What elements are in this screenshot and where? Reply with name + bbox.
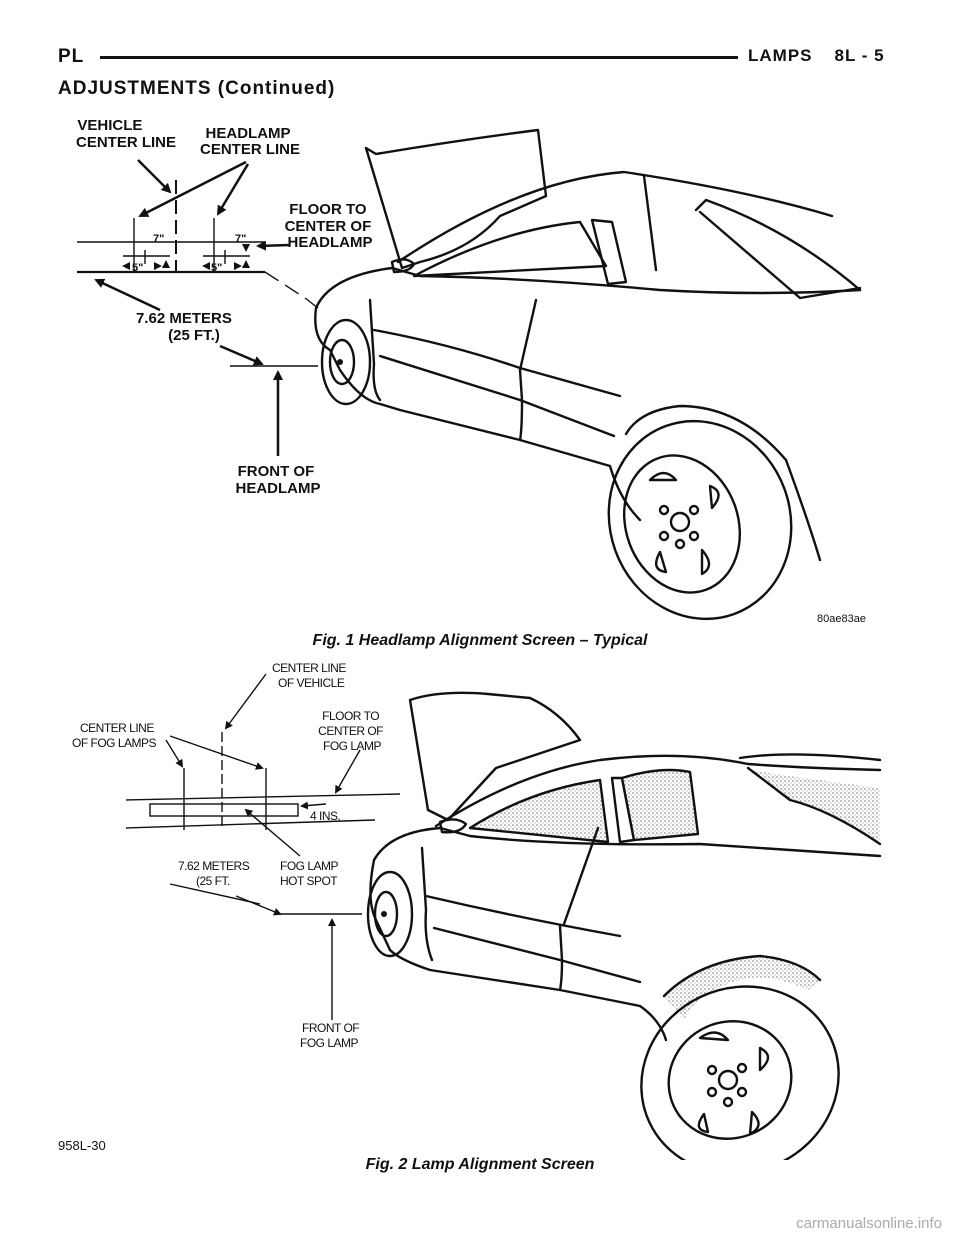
section-title: ADJUSTMENTS (Continued): [58, 78, 336, 99]
figure-1-headlamp-alignment: 7" 7" 5" 5" VEHICLE CENTER LINE HEADLAMP…: [0, 100, 960, 630]
car-illustration-2: [366, 691, 882, 1160]
figure-1-caption: Fig. 1 Headlamp Alignment Screen – Typic…: [312, 632, 648, 649]
header-page-number: 8L - 5: [834, 46, 885, 65]
distance-dashed-line: [264, 271, 306, 299]
label-distance-7-62-meters: 7.62 METERS (25 FT.: [178, 859, 252, 888]
label-front-of-fog-lamp: FRONT OF FOG LAMP: [300, 1021, 362, 1050]
header-rule: [100, 56, 738, 59]
figure-1-code: 80ae83ae: [817, 613, 866, 625]
label-4-ins: 4 INS.: [310, 809, 341, 823]
page-header-left: PL: [58, 46, 85, 67]
header-section: LAMPS: [748, 46, 813, 65]
figure-2-code: 958L-30: [58, 1138, 106, 1153]
label-headlamp-center-line: HEADLAMP CENTER LINE: [200, 125, 300, 158]
figure-2-caption: Fig. 2 Lamp Alignment Screen: [365, 1156, 595, 1173]
label-front-of-headlamp: FRONT OF HEADLAMP: [236, 463, 321, 497]
label-floor-to-center-of-fog-lamp: FLOOR TO CENTER OF FOG LAMP: [318, 709, 386, 753]
dim-7-right: 7": [235, 233, 246, 245]
fog-lamp-hot-spot-rect: [149, 803, 299, 817]
label-floor-to-center-of-headlamp: FLOOR TO CENTER OF HEADLAMP: [285, 201, 376, 251]
dim-5-left: 5": [132, 262, 143, 274]
page-header-right: LAMPS 8L - 5: [748, 46, 885, 66]
label-center-line-of-fog-lamps: CENTER LINE OF FOG LAMPS: [72, 721, 157, 750]
label-fog-lamp-hot-spot: FOG LAMP HOT SPOT: [280, 859, 341, 888]
label-vehicle-center-line: VEHICLE CENTER LINE: [76, 117, 176, 151]
label-distance-7-62-meters: 7.62 METERS (25 FT.): [136, 310, 236, 344]
screen-upper-line: [125, 793, 401, 801]
dim-7-left: 7": [153, 233, 164, 245]
watermark: carmanualsonline.info: [796, 1215, 942, 1232]
dim-5-right: 5": [211, 262, 222, 274]
car-illustration-1: [314, 128, 862, 621]
figure-2-lamp-alignment: CENTER LINE OF VEHICLE CENTER LINE OF FO…: [0, 660, 960, 1160]
screen-lower-line: [125, 819, 376, 829]
label-center-line-of-vehicle: CENTER LINE OF VEHICLE: [272, 661, 349, 690]
